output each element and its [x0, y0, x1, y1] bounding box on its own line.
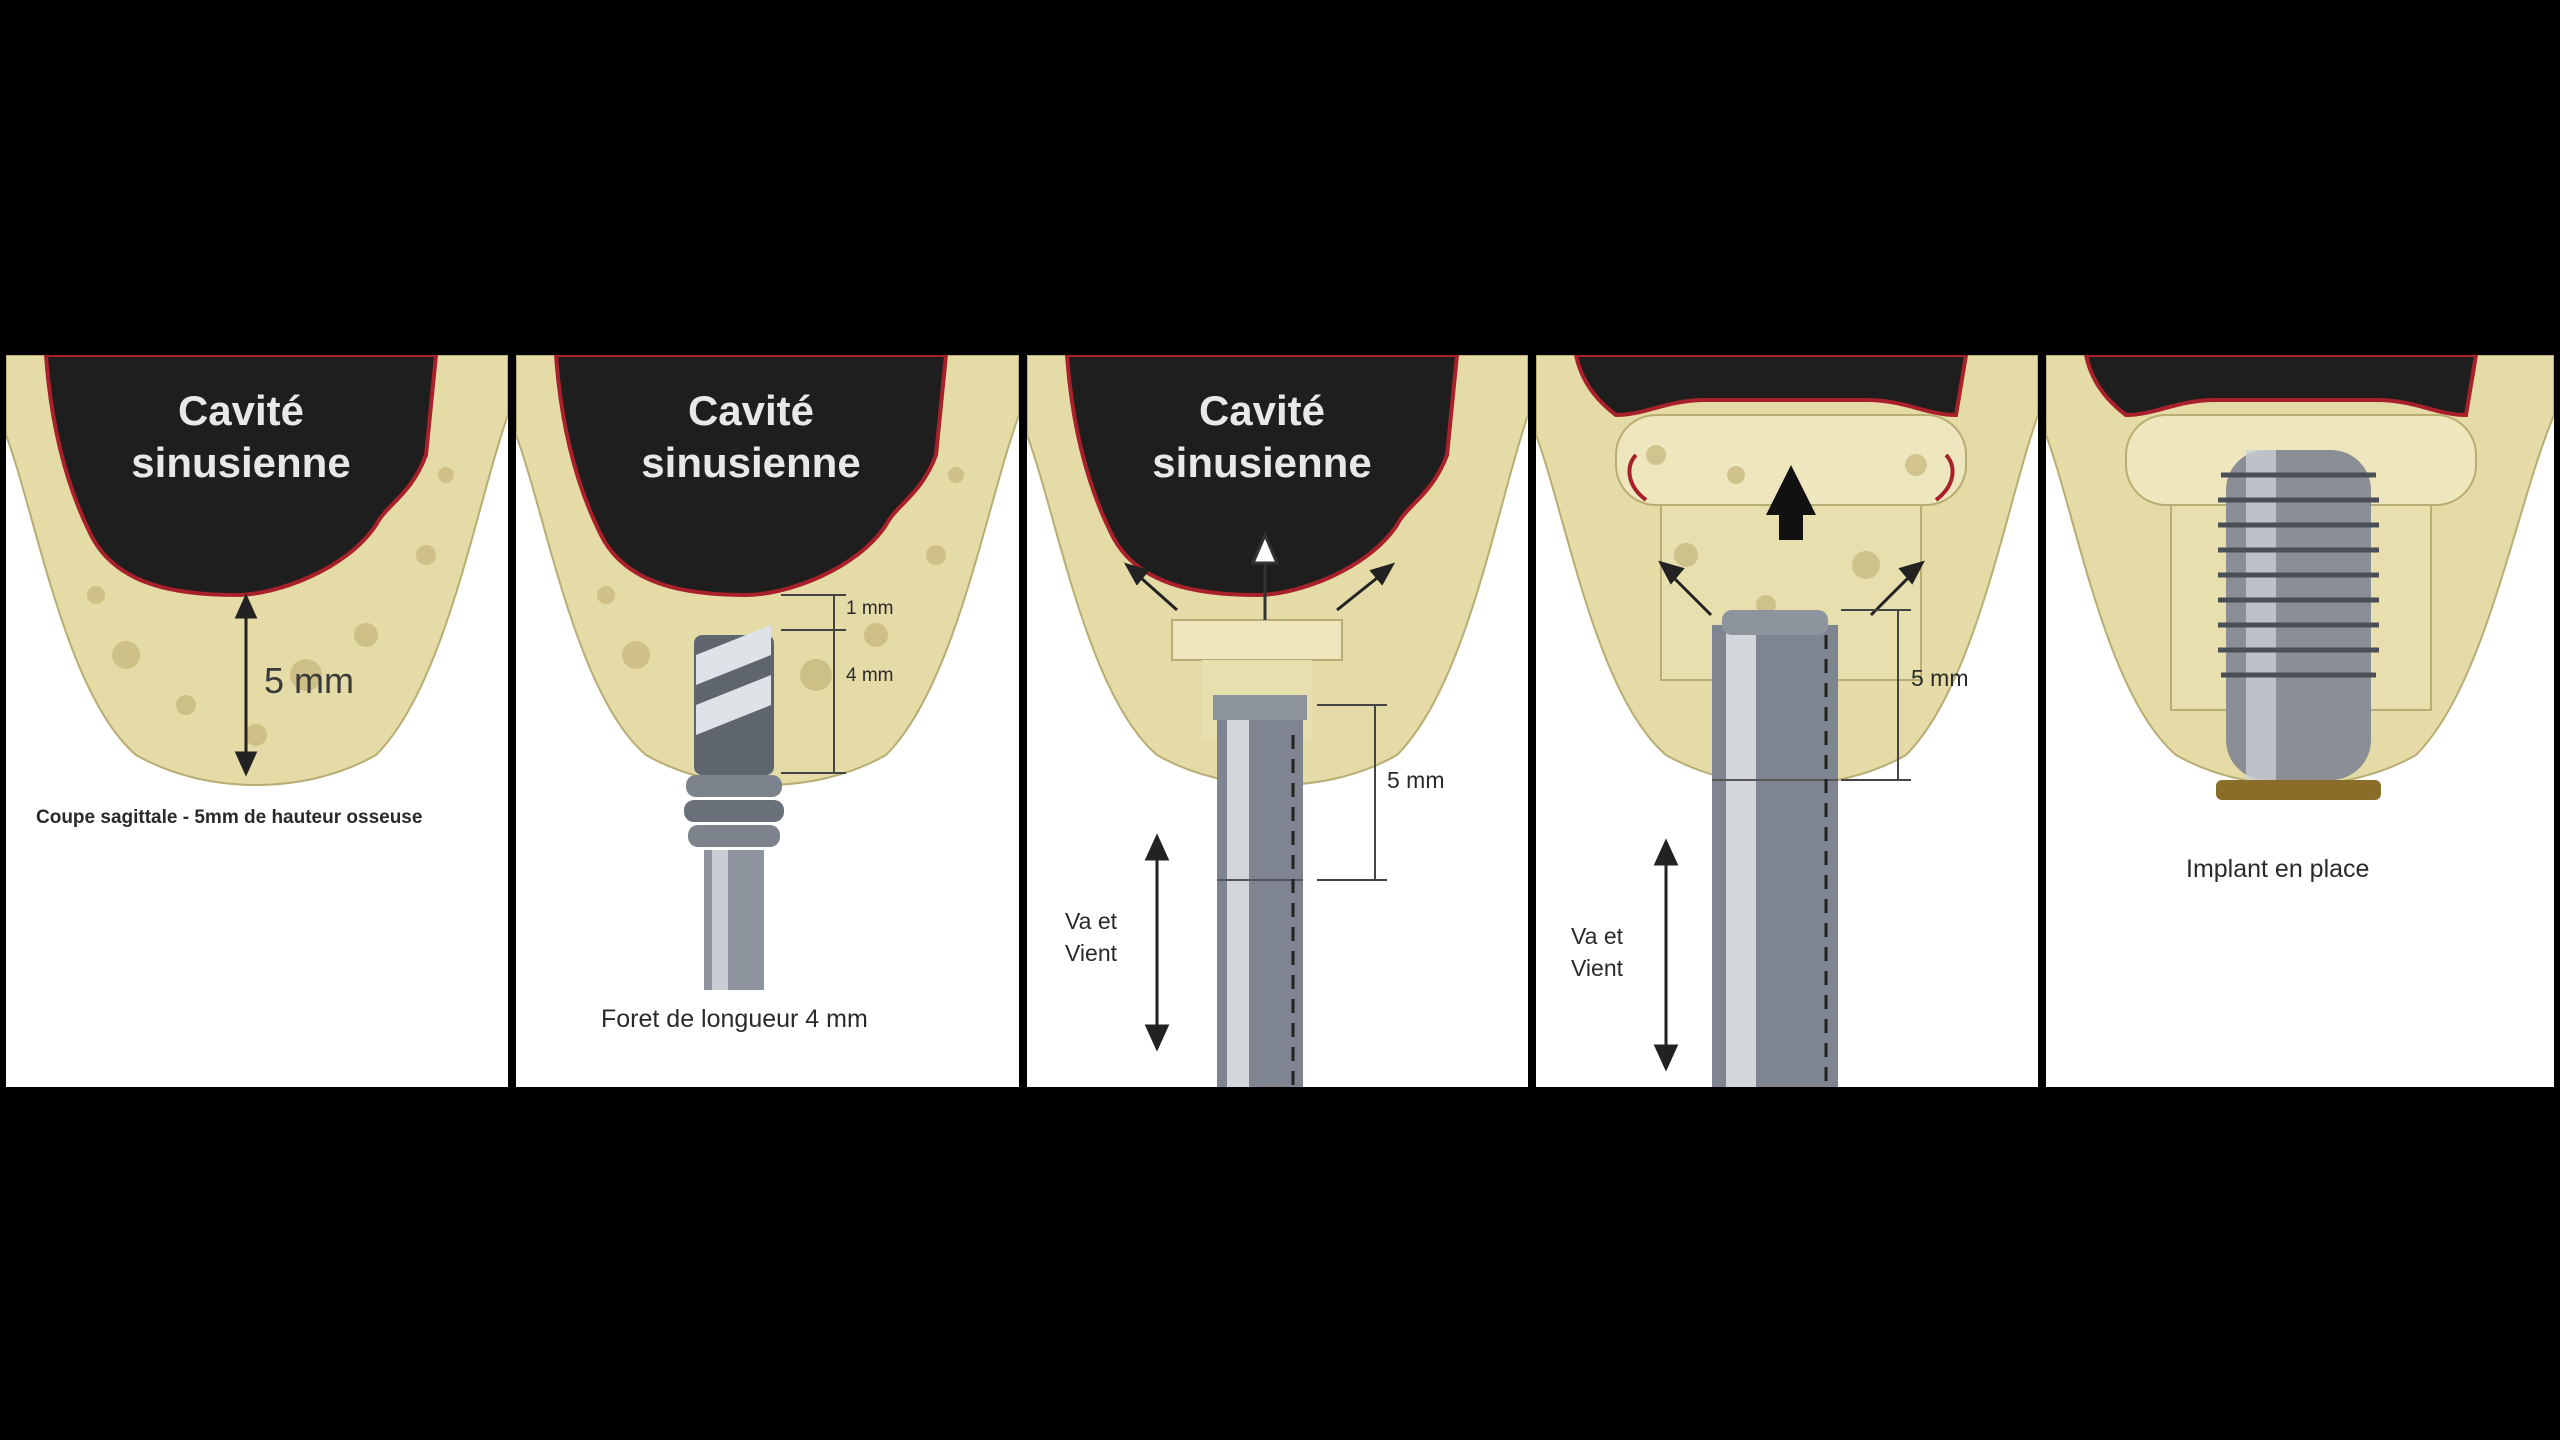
- implant-icon: [2216, 450, 2381, 800]
- pressure-arrows-icon: [1123, 562, 1396, 612]
- measure-arrow-icon: [234, 593, 258, 777]
- panel-2-measure-bottom: 4 mm: [846, 665, 894, 686]
- panel-3-measure-label: 5 mm: [1387, 767, 1445, 793]
- panel-1-measure-label: 5 mm: [264, 660, 354, 701]
- up-arrow-icon: [1766, 465, 1816, 540]
- panel-2-illustration: [516, 355, 1019, 990]
- pressure-arrows-icon: [1658, 560, 1925, 617]
- panel-3-illustration: [1027, 355, 1528, 1087]
- membrane-lift-arrow-icon: [1250, 531, 1280, 620]
- back-and-forth-arrow-icon: [1653, 838, 1679, 1072]
- drill-icon: [684, 625, 784, 990]
- panel-5: Implant en place: [2046, 355, 2554, 1087]
- osteotome-icon: [1712, 610, 1838, 1087]
- panel-1-caption: Coupe sagittale - 5mm de hauteur osseuse: [36, 807, 423, 828]
- osteotome-icon: [1213, 695, 1307, 1087]
- panel-2-measure-top: 1 mm: [846, 598, 894, 619]
- panel-5-illustration: [2046, 355, 2554, 800]
- panel-1-illustration: [6, 355, 508, 786]
- panel-4-measure-label: 5 mm: [1911, 665, 1969, 691]
- panel-5-caption: Implant en place: [2186, 855, 2370, 883]
- panel-4-illustration: [1536, 355, 2038, 1087]
- back-and-forth-arrow-icon: [1144, 833, 1170, 1052]
- panel-2-caption: Foret de longueur 4 mm: [601, 1005, 868, 1033]
